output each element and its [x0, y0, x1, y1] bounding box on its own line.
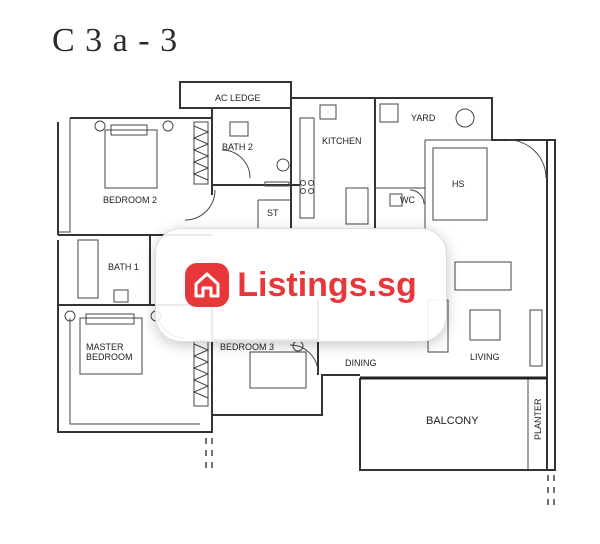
corridor-marks [205, 438, 555, 510]
tank-yard [455, 108, 475, 128]
pillow-bedroom2 [110, 124, 148, 136]
sink-kitchen [319, 104, 337, 120]
label-master-line1: MASTER [86, 342, 124, 352]
label-ac-ledge: AC LEDGE [215, 93, 261, 103]
label-planter: PLANTER [533, 398, 543, 440]
toilet-bath2 [276, 158, 290, 172]
table-living [469, 309, 501, 341]
pillow-master [85, 313, 135, 325]
wall-balcony [359, 160, 556, 471]
unit-type-title: C 3 a - 3 [52, 22, 179, 59]
wall-left-lower [57, 305, 213, 433]
label-dining: DINING [345, 358, 377, 368]
room-labels: AC LEDGE BATH 2 KITCHEN YARD BEDROOM 2 S… [86, 93, 543, 440]
house-icon [185, 263, 230, 307]
hob-2 [308, 180, 314, 186]
label-bath1: BATH 1 [108, 262, 139, 272]
label-st: ST [267, 208, 279, 218]
fridge-kitchen [345, 187, 369, 225]
bed-master [79, 317, 143, 375]
wardrobe-bedroom2-hatch [192, 125, 210, 181]
wardrobe-bedroom2 [193, 121, 209, 185]
window-left-upper [58, 118, 71, 233]
listings-watermark: Listings.sg [155, 228, 447, 342]
bed-bedroom3 [249, 351, 307, 389]
shower-bath2 [264, 181, 290, 187]
label-hs: HS [452, 179, 465, 189]
shelter-hs [432, 147, 488, 221]
label-bedroom3: BEDROOM 3 [220, 342, 274, 352]
door-swing-main [507, 139, 547, 179]
basin-bath2 [229, 121, 249, 137]
hob-3 [300, 188, 306, 194]
sofa-living [454, 261, 512, 291]
watermark-brand: Listings.sg [237, 265, 417, 304]
label-living: LIVING [470, 352, 500, 362]
lamp-bedroom2-left [94, 120, 106, 132]
tv-console [529, 309, 543, 367]
lamp-bedroom2-right [162, 120, 174, 132]
hob-1 [300, 180, 306, 186]
bed-bedroom2 [104, 129, 158, 189]
label-yard: YARD [411, 113, 436, 123]
outer-walls [57, 81, 556, 471]
wall-top [70, 97, 556, 160]
counter-kitchen-left [299, 117, 315, 219]
door-swing-bath2 [221, 149, 251, 179]
toilet-wc [389, 193, 403, 207]
door-swing-wc [409, 189, 425, 205]
label-balcony: BALCONY [426, 415, 479, 427]
toilet-bath1 [113, 289, 129, 303]
door-swing-bedroom3 [289, 344, 319, 374]
furniture [64, 103, 543, 389]
wardrobe-master-hatch [192, 343, 210, 399]
label-bedroom2: BEDROOM 2 [103, 195, 157, 205]
label-bath2: BATH 2 [222, 142, 253, 152]
hob-4 [308, 188, 314, 194]
door-swing-bedroom2 [184, 189, 216, 221]
washer-yard [379, 103, 399, 123]
lamp-master-left [64, 310, 76, 322]
label-wc: WC [400, 195, 415, 205]
window-left-lower [69, 318, 200, 425]
label-master-line2: BEDROOM [86, 352, 133, 362]
bathtub-bath1 [77, 239, 99, 299]
wall-bottom-mid [212, 374, 360, 416]
label-kitchen: KITCHEN [322, 136, 362, 146]
